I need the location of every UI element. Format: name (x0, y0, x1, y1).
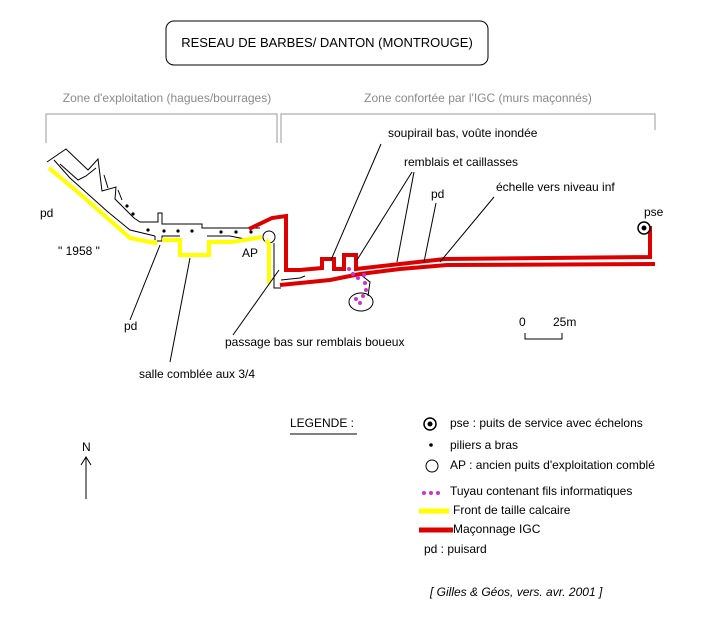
label-remblais: remblais et caillasses (404, 155, 518, 169)
legend-text-limestone: Front de taille calcaire (453, 503, 571, 517)
zone-confortee-bracket (280, 113, 656, 143)
zone-exploitation-bracket (45, 113, 278, 143)
legend-text-ap: AP : ancien puits d'exploitation comblé (450, 458, 655, 472)
scale-distance: 25m (553, 315, 576, 329)
credit: [ Gilles & Géos, vers. avr. 2001 ] (429, 585, 603, 599)
cable-pipe (347, 267, 368, 305)
legend-text-masonry: Maçonnage IGC (453, 522, 541, 536)
legend-text-pd: pd : puisard (424, 542, 487, 556)
pse-shaft-center (641, 225, 647, 231)
label-1958: " 1958 " (58, 244, 100, 258)
legend-text-cable: Tuyau contenant fils informatiques (450, 484, 632, 498)
legend-pillar-icon (429, 443, 433, 447)
label-ap: AP (242, 246, 258, 260)
label-pd-bottom: pd (124, 319, 137, 333)
gallery-walls (46, 148, 374, 312)
masonry-walls (248, 213, 656, 287)
label-passage: passage bas sur remblais boueux (225, 335, 404, 349)
label-echelle: échelle vers niveau inf (496, 180, 615, 194)
title-box (165, 20, 489, 66)
legend-cable-line (422, 491, 440, 495)
leader-lines (129, 143, 495, 363)
north-arrow-icon (80, 456, 92, 499)
label-pd-right: pd (431, 187, 444, 201)
scale-bar (524, 333, 563, 340)
pillars (125, 204, 253, 234)
scale-zero: 0 (519, 315, 526, 329)
label-salle: salle comblée aux 3/4 (139, 367, 255, 381)
label-soupirail: soupirail bas, voûte inondée (388, 126, 538, 140)
limestone-front (47, 166, 271, 284)
zone-confortee-label: Zone confortée par l'IGC (murs maçonnés) (364, 91, 592, 105)
legend-text-pse: pse : puits de service avec échelons (450, 416, 643, 430)
label-pse: pse (644, 205, 664, 219)
legend-ap-icon (425, 459, 439, 473)
north-label: N (82, 440, 91, 454)
legend-text-pillars: piliers a bras (450, 438, 518, 452)
legend-pse-center (427, 421, 433, 427)
zone-exploitation-label: Zone d'exploitation (hagues/bourrages) (63, 91, 271, 105)
label-pd-left: pd (40, 206, 53, 220)
map-title: RESEAU DE BARBES/ DANTON (MONTROUGE) (181, 35, 473, 50)
legend-heading: LEGENDE : (290, 416, 354, 430)
